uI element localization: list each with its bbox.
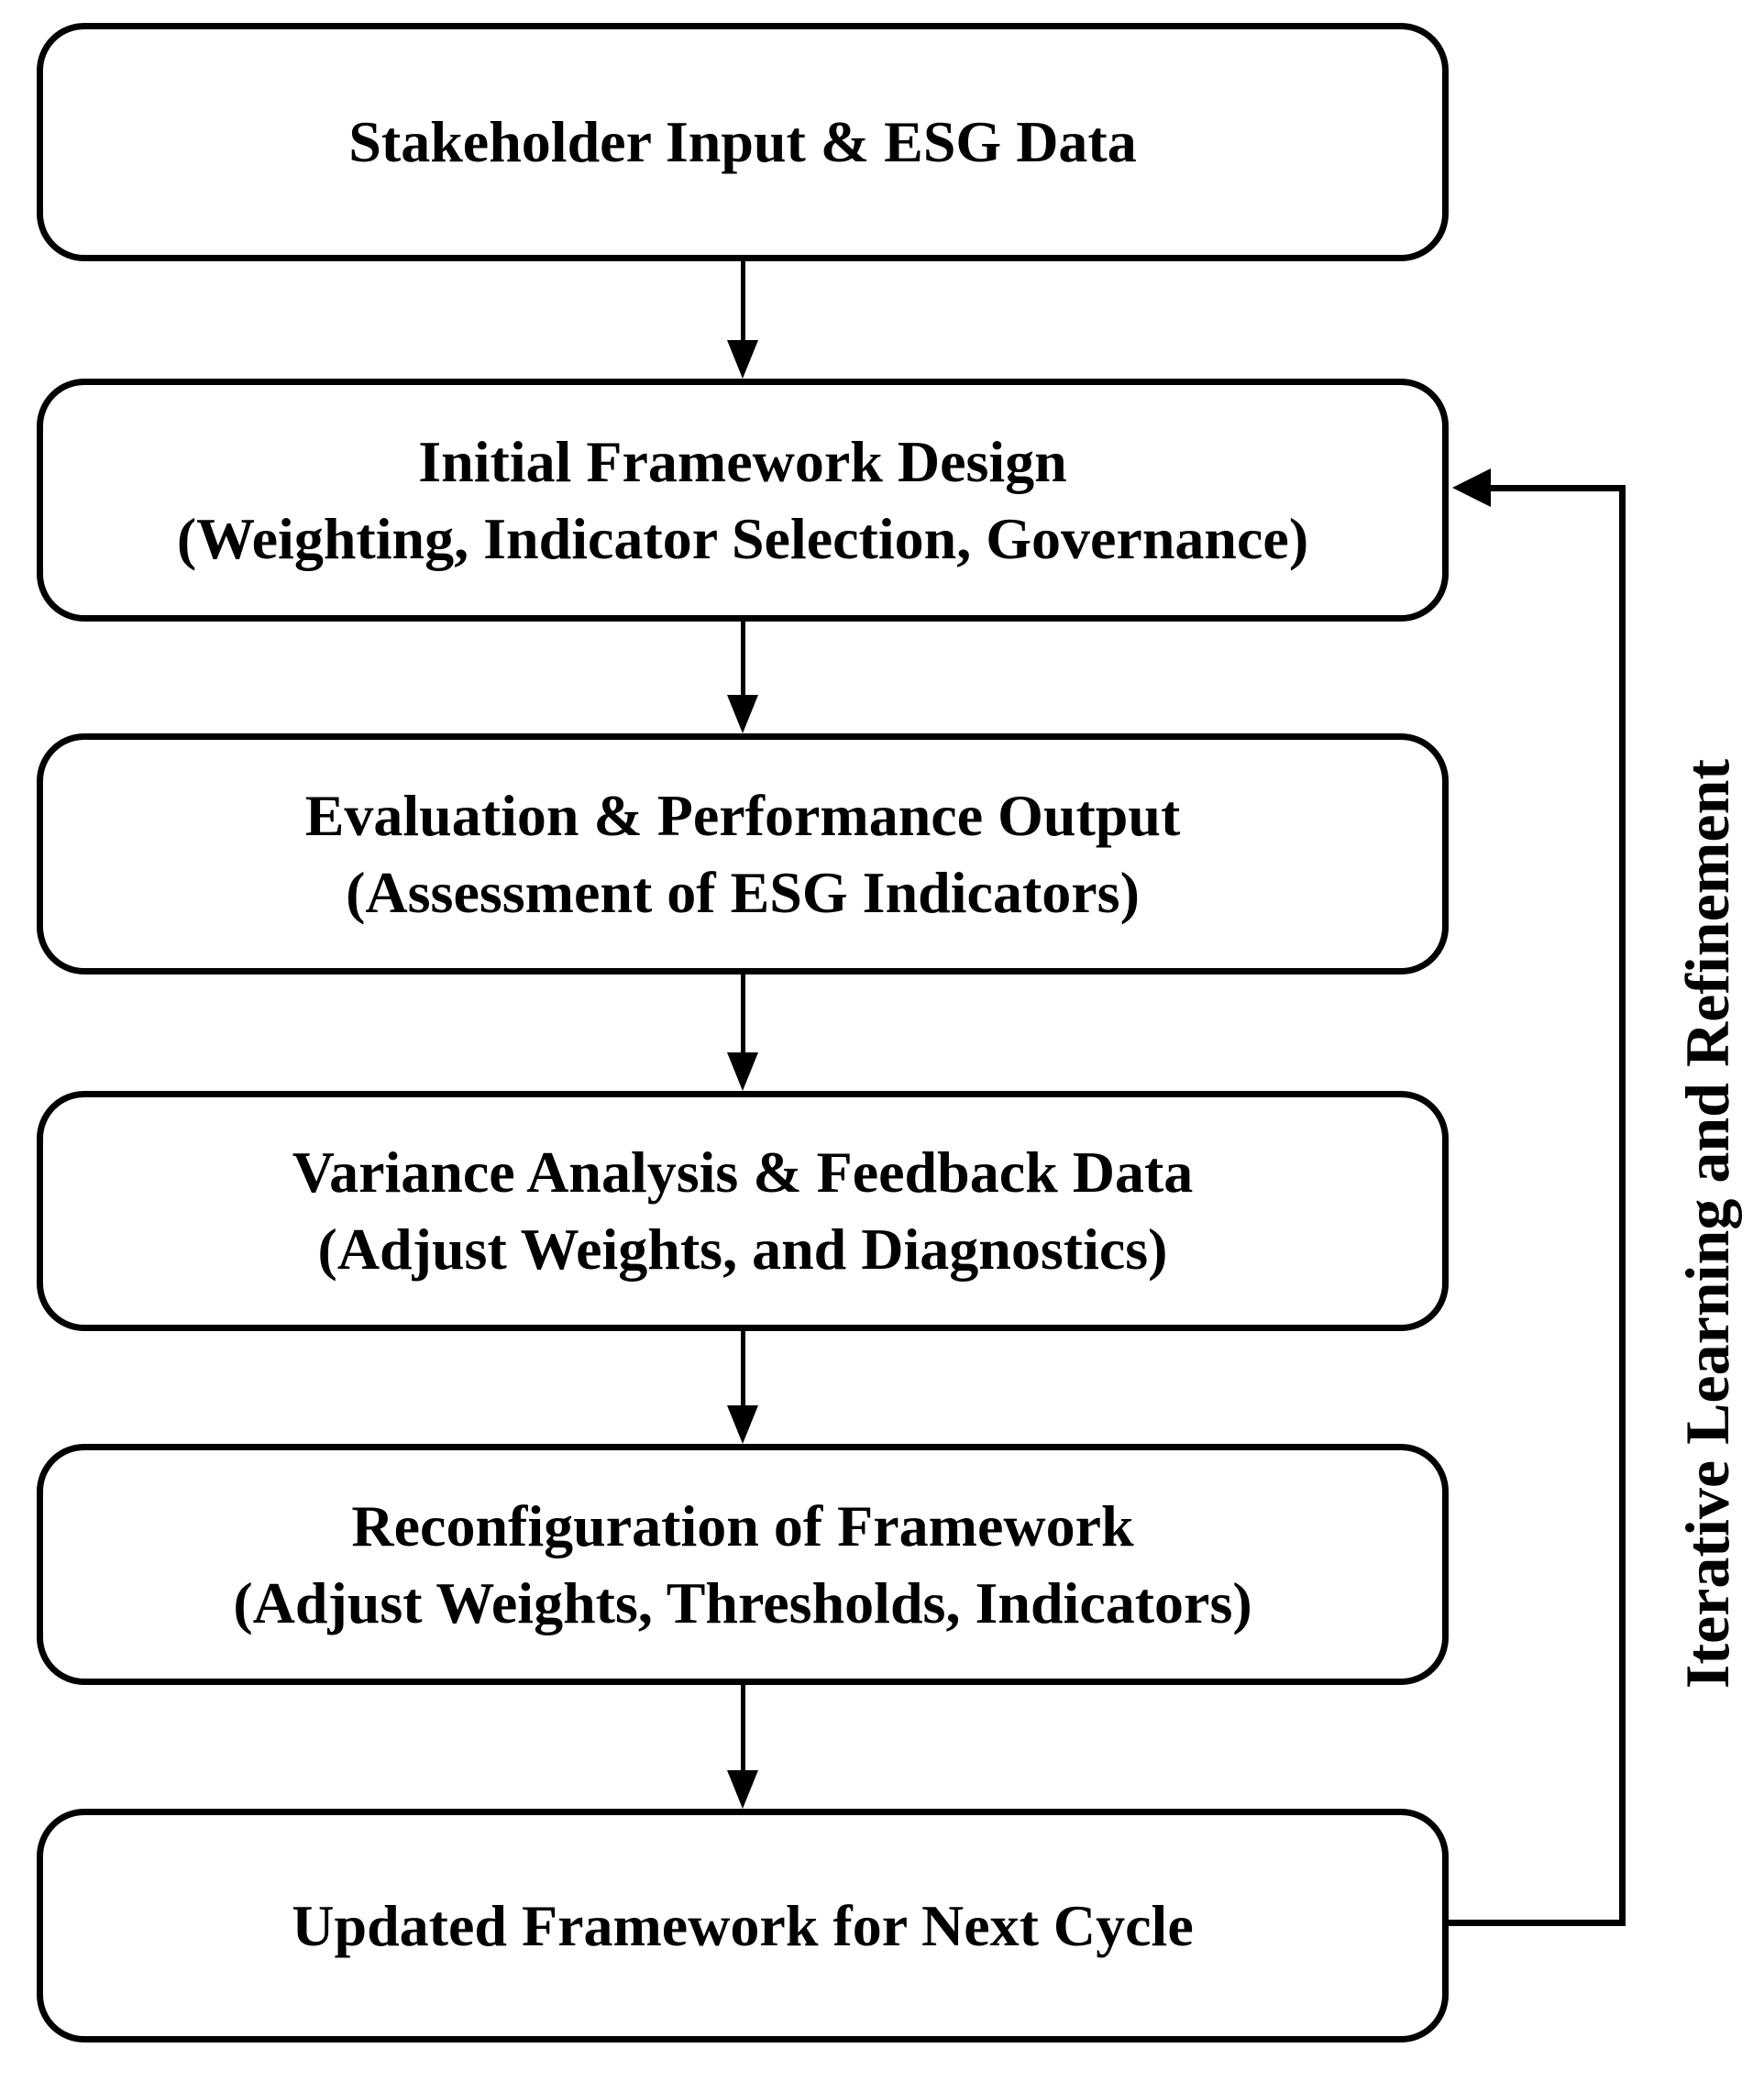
flow-box-initial-framework-design: Initial Framework Design (Weighting, Ind… [37, 379, 1449, 622]
flow-box-stakeholder-input: Stakeholder Input & ESG Data [37, 23, 1449, 261]
box-label-line2: (Assessment of ESG Indicators) [346, 859, 1140, 925]
box-label-line2: (Adjust Weights, Thresholds, Indicators) [233, 1569, 1252, 1635]
arrow-line-box5-to-box6 [741, 1685, 745, 1774]
box-label-line1: Evaluation & Performance Output [304, 782, 1181, 848]
arrow-line-box3-to-box4 [741, 974, 745, 1056]
box-label-line2: (Weighting, Indicator Selection, Governa… [176, 505, 1309, 571]
flow-box-evaluation-performance-output: Evaluation & Performance Output (Assessm… [37, 733, 1449, 974]
down-arrowhead-icon [727, 340, 758, 379]
feedback-loop-top-segment [1485, 485, 1625, 491]
down-arrowhead-icon [727, 1052, 758, 1091]
flow-box-reconfiguration-framework: Reconfiguration of Framework (Adjust Wei… [37, 1444, 1449, 1685]
box-label-line1: Variance Analysis & Feedback Data [292, 1140, 1194, 1205]
box-label-line1: Reconfiguration of Framework [351, 1492, 1134, 1558]
feedback-loop-bottom-segment [1449, 1920, 1625, 1926]
box-label-line2: (Adjust Weights, and Diagnostics) [317, 1217, 1168, 1282]
arrow-line-box1-to-box2 [741, 261, 745, 344]
box-label: Stakeholder Input & ESG Data [348, 109, 1137, 174]
left-arrowhead-icon [1452, 468, 1491, 507]
box-label: Updated Framework for Next Cycle [292, 1892, 1194, 1958]
box-label-line1: Initial Framework Design [418, 428, 1067, 494]
feedback-loop-right-segment [1619, 485, 1626, 1926]
down-arrowhead-icon [727, 1405, 758, 1444]
flow-box-variance-analysis-feedback: Variance Analysis & Feedback Data (Adjus… [37, 1091, 1449, 1331]
down-arrowhead-icon [727, 695, 758, 733]
down-arrowhead-icon [727, 1770, 758, 1809]
arrow-line-box2-to-box3 [741, 622, 745, 699]
arrow-line-box4-to-box5 [741, 1331, 745, 1409]
feedback-loop-label: Iterative Learning and Refinement [1672, 758, 1742, 1690]
flow-box-updated-framework: Updated Framework for Next Cycle [37, 1809, 1449, 2042]
